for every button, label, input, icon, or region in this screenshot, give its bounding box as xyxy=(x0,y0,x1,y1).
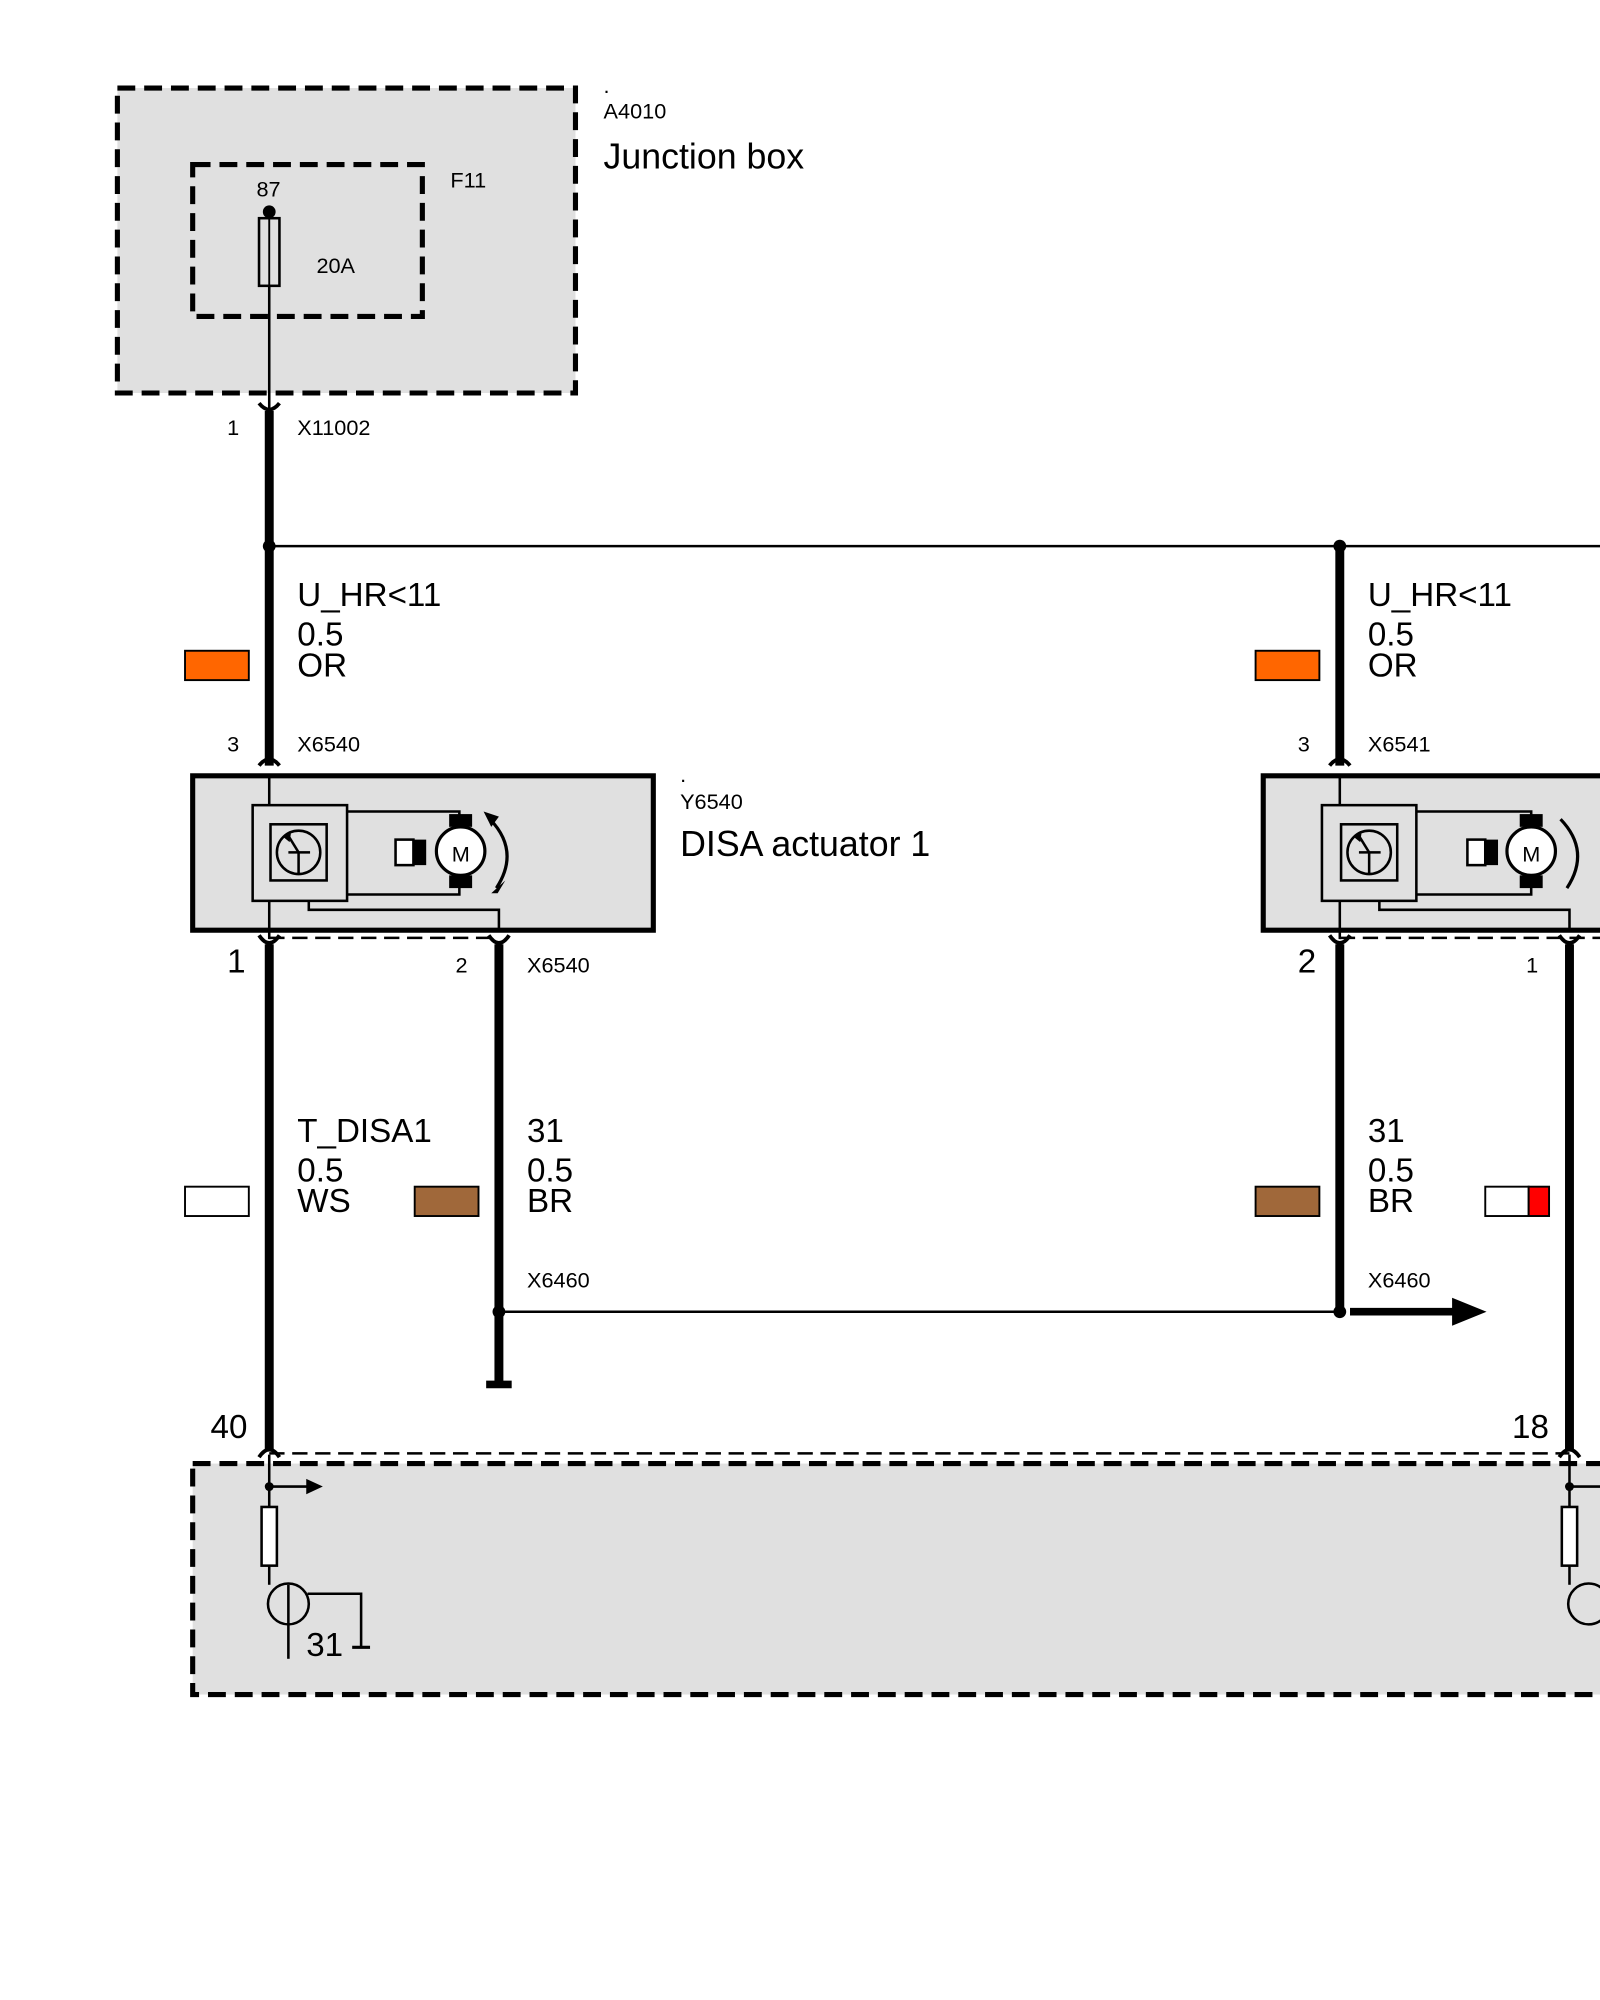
connector-x11002-symbol xyxy=(257,401,281,412)
actuator-2-top-connector: X6541 xyxy=(1368,732,1431,757)
fuse-rating: 20A xyxy=(316,253,355,278)
wire-t-disa1-size: 0.5 xyxy=(297,1153,343,1190)
wire-ground-left-connector: X6460 xyxy=(527,1267,590,1292)
actuator-1-motor-label: M xyxy=(452,841,470,866)
junction-box-dot: . xyxy=(604,73,610,98)
wire-left-supply-size: 0.5 xyxy=(297,617,343,654)
wire-color-swatch-white-red xyxy=(1484,1185,1530,1217)
actuator-2-pin-right: 1 xyxy=(1526,952,1538,977)
actuator-1-top-pin: 3 xyxy=(227,732,239,757)
motor-icon xyxy=(434,825,487,877)
connector-x11002-pin: 1 xyxy=(227,415,239,440)
actuator-1-dot: . xyxy=(680,762,686,787)
actuator-1-bottom-connector: X6540 xyxy=(527,952,590,977)
wire-left-supply-color: OR xyxy=(297,647,347,684)
actuator-1-top-connector: X6540 xyxy=(297,732,360,757)
motor-icon xyxy=(1505,825,1558,877)
fuse-pin: 87 xyxy=(256,177,280,202)
actuator-1-driver-box xyxy=(251,803,349,903)
wire-color-swatch-orange-right xyxy=(1254,649,1321,682)
ground-splice-right xyxy=(1333,1305,1347,1319)
wire-left-supply-signal: U_HR<11 xyxy=(297,577,441,614)
junction-box-outline xyxy=(114,85,579,396)
resistor-icon xyxy=(1560,1505,1579,1567)
wire-ground-right-connector: X6460 xyxy=(1368,1267,1431,1292)
wire-ground-left-signal: 31 xyxy=(527,1113,564,1150)
disa-actuator-2: M xyxy=(1260,773,1600,940)
wire-t-disa1-color: WS xyxy=(297,1183,350,1220)
rotation-arrow-icon xyxy=(1559,818,1580,889)
control-unit-pin-left: 40 xyxy=(211,1409,248,1446)
fuse-id: F11 xyxy=(450,168,486,193)
actuator-1-id: Y6540 xyxy=(680,789,743,814)
control-unit-ground-label: 31 xyxy=(306,1627,343,1664)
actuator-2-motor-label: M xyxy=(1522,841,1540,866)
wire-color-swatch-brown-left xyxy=(413,1185,480,1217)
actuator-1-pin-left: 1 xyxy=(227,943,245,980)
transistor-icon xyxy=(1566,1582,1600,1626)
wire-right-supply-color: OR xyxy=(1368,647,1418,684)
disa-actuator-1: M xyxy=(190,773,656,940)
wire-color-swatch-orange-left xyxy=(184,649,250,682)
junction-box-id: A4010 xyxy=(604,99,667,124)
wire-ground-left-size: 0.5 xyxy=(527,1153,573,1190)
rotation-arrow-icon xyxy=(488,818,509,889)
actuator-2-top-pin: 3 xyxy=(1298,732,1310,757)
wire-ground-right-size: 0.5 xyxy=(1368,1153,1414,1190)
control-unit-outline xyxy=(190,1461,1600,1698)
fuse-pin-dot xyxy=(262,205,276,219)
wire-color-swatch-white xyxy=(184,1185,250,1217)
wire-right-supply-signal: U_HR<11 xyxy=(1368,577,1512,614)
junction-box-name: Junction box xyxy=(604,136,805,176)
fuse-holder-outline xyxy=(190,162,425,320)
wire-t-disa1-signal: T_DISA1 xyxy=(297,1113,432,1150)
resistor-icon xyxy=(260,1505,279,1567)
actuator-2-pin-left: 2 xyxy=(1298,943,1316,980)
ground-splice-left xyxy=(492,1305,506,1319)
wire-ground-right-signal: 31 xyxy=(1368,1113,1405,1150)
connector-x6541-top-symbol xyxy=(1328,757,1352,767)
actuator-1-switch xyxy=(394,838,415,867)
control-unit: 31 xyxy=(190,1447,1600,1698)
connector-x11002-id: X11002 xyxy=(297,415,370,440)
wire-color-swatch-brown-right xyxy=(1254,1185,1321,1217)
wire-ground-left-color: BR xyxy=(527,1183,573,1220)
actuator-1-pin-right: 2 xyxy=(456,952,468,977)
wire-right-supply-size: 0.5 xyxy=(1368,617,1414,654)
actuator-1-name: DISA actuator 1 xyxy=(680,824,930,864)
junction-box: . A4010 Junction box F11 87 20A xyxy=(114,73,805,409)
control-unit-pin-right: 18 xyxy=(1512,1409,1549,1446)
wire-ground-right-color: BR xyxy=(1368,1183,1414,1220)
connector-x6540-top-symbol xyxy=(257,757,281,767)
